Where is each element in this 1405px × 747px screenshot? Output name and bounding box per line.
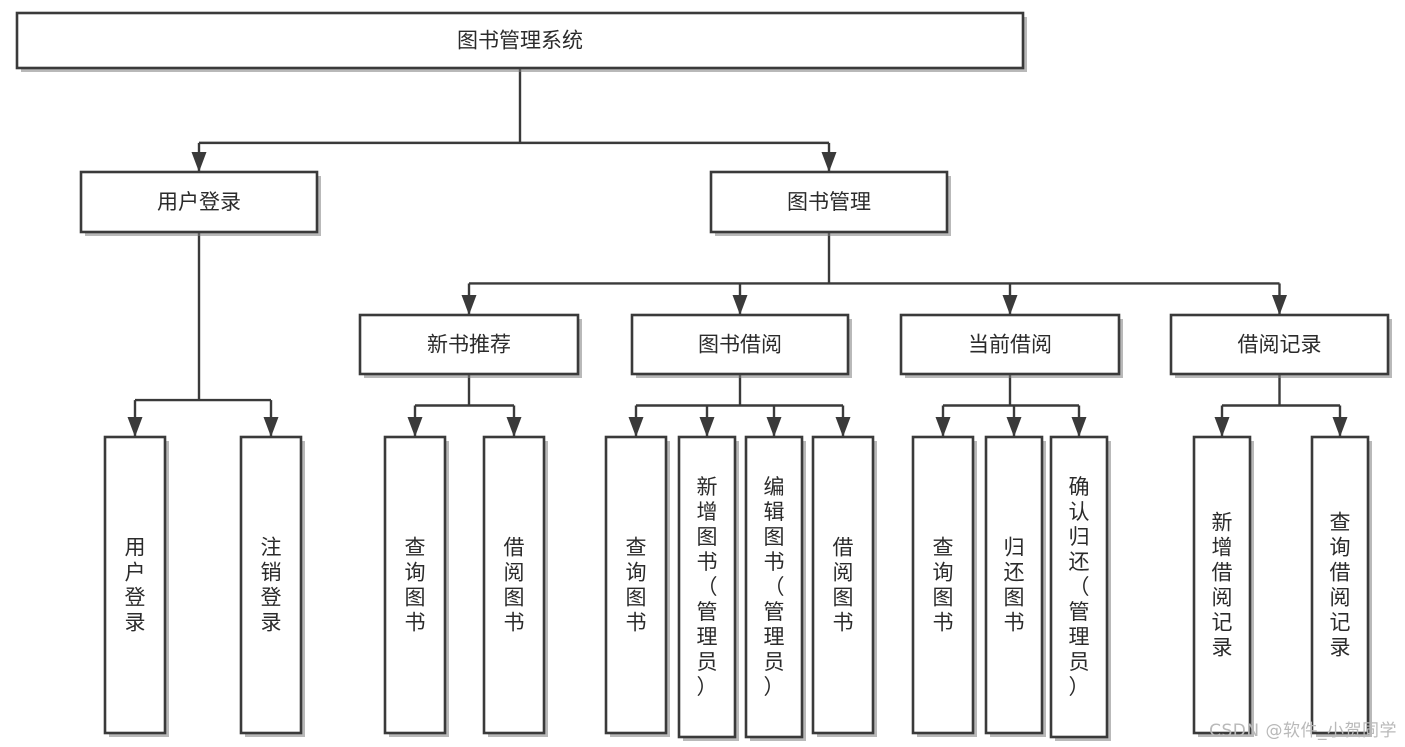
node-box[interactable] bbox=[630, 313, 850, 376]
node-label: 用户登录 bbox=[157, 190, 241, 214]
node-box[interactable] bbox=[482, 435, 546, 735]
node-label: 新增图书（管理员） bbox=[697, 475, 718, 699]
node-box[interactable] bbox=[79, 170, 319, 234]
node-label: 注销登录 bbox=[261, 536, 282, 635]
node-leaf-edit-book[interactable]: 编辑图书（管理员） bbox=[744, 435, 806, 741]
node-label: 新书推荐 bbox=[427, 333, 511, 357]
node-leaf-confirm-return[interactable]: 确认归还（管理员） bbox=[1049, 435, 1111, 741]
node-label: 编辑图书（管理员） bbox=[764, 475, 785, 699]
arrow-head-icon bbox=[835, 417, 851, 437]
edge-group-new-book-rec bbox=[407, 374, 522, 437]
arrow-head-icon bbox=[1272, 295, 1287, 315]
node-box[interactable] bbox=[15, 11, 1025, 70]
node-leaf-borrow-book-2[interactable]: 借阅图书 bbox=[811, 435, 877, 737]
node-label: 图书管理系统 bbox=[457, 29, 583, 53]
node-leaf-logout[interactable]: 注销登录 bbox=[239, 435, 305, 737]
node-label: 查询借阅记录 bbox=[1330, 511, 1351, 660]
node-label: 归还图书 bbox=[1004, 536, 1025, 635]
node-box[interactable] bbox=[103, 435, 167, 735]
arrow-head-icon bbox=[699, 417, 715, 437]
node-box[interactable] bbox=[1049, 435, 1109, 739]
edge-group-book-manage bbox=[461, 232, 1287, 315]
node-label: 查询图书 bbox=[405, 536, 426, 635]
edge-group-borrow-record bbox=[1214, 374, 1348, 437]
node-root[interactable]: 图书管理系统 bbox=[15, 11, 1027, 72]
node-box[interactable] bbox=[1192, 435, 1252, 735]
arrow-head-icon bbox=[263, 417, 279, 437]
node-box[interactable] bbox=[1169, 313, 1390, 376]
node-box[interactable] bbox=[383, 435, 447, 735]
node-leaf-query-record[interactable]: 查询借阅记录 bbox=[1310, 435, 1372, 737]
node-leaf-query-book-3[interactable]: 查询图书 bbox=[911, 435, 977, 737]
edge-group-book-borrow bbox=[628, 374, 851, 437]
arrow-head-icon bbox=[766, 417, 782, 437]
node-box[interactable] bbox=[1310, 435, 1370, 735]
edge-group-root bbox=[191, 68, 837, 172]
node-book-manage[interactable]: 图书管理 bbox=[709, 170, 951, 236]
arrow-head-icon bbox=[732, 295, 748, 315]
node-new-book-rec[interactable]: 新书推荐 bbox=[358, 313, 582, 378]
node-current-borrow[interactable]: 当前借阅 bbox=[899, 313, 1123, 378]
node-layer: 图书管理系统用户登录图书管理新书推荐图书借阅当前借阅借阅记录用户登录注销登录查询… bbox=[15, 11, 1392, 741]
node-box[interactable] bbox=[358, 313, 580, 376]
node-leaf-add-book[interactable]: 新增图书（管理员） bbox=[677, 435, 739, 741]
arrow-head-icon bbox=[1006, 417, 1022, 437]
arrow-head-icon bbox=[407, 417, 423, 437]
node-label: 借阅记录 bbox=[1238, 333, 1322, 357]
node-label: 新增借阅记录 bbox=[1212, 511, 1233, 660]
node-label: 图书管理 bbox=[787, 190, 871, 214]
node-box[interactable] bbox=[811, 435, 875, 735]
node-box[interactable] bbox=[984, 435, 1044, 735]
node-label: 借阅图书 bbox=[833, 536, 854, 635]
node-borrow-record[interactable]: 借阅记录 bbox=[1169, 313, 1392, 378]
arrow-head-icon bbox=[1214, 417, 1230, 437]
node-leaf-query-book-2[interactable]: 查询图书 bbox=[604, 435, 670, 737]
arrow-head-icon bbox=[191, 152, 207, 172]
node-user-login[interactable]: 用户登录 bbox=[79, 170, 321, 236]
node-leaf-return-book[interactable]: 归还图书 bbox=[984, 435, 1046, 737]
node-box[interactable] bbox=[604, 435, 668, 735]
node-label: 借阅图书 bbox=[504, 536, 525, 635]
node-box[interactable] bbox=[709, 170, 949, 234]
node-box[interactable] bbox=[677, 435, 737, 739]
arrow-head-icon bbox=[1332, 417, 1348, 437]
node-leaf-add-record[interactable]: 新增借阅记录 bbox=[1192, 435, 1254, 737]
edge-group-current-borrow bbox=[935, 374, 1087, 437]
arrow-head-icon bbox=[628, 417, 644, 437]
node-box[interactable] bbox=[899, 313, 1121, 376]
connector-layer bbox=[127, 68, 1348, 437]
arrow-head-icon bbox=[935, 417, 951, 437]
arrow-head-icon bbox=[127, 417, 143, 437]
node-label: 用户登录 bbox=[125, 536, 146, 635]
arrow-head-icon bbox=[1071, 417, 1087, 437]
node-leaf-borrow-book-1[interactable]: 借阅图书 bbox=[482, 435, 548, 737]
arrow-head-icon bbox=[1002, 295, 1018, 315]
node-label: 查询图书 bbox=[626, 536, 647, 635]
node-leaf-query-book-1[interactable]: 查询图书 bbox=[383, 435, 449, 737]
node-book-borrow[interactable]: 图书借阅 bbox=[630, 313, 852, 378]
node-leaf-user-login[interactable]: 用户登录 bbox=[103, 435, 169, 737]
arrow-head-icon bbox=[461, 295, 477, 315]
node-box[interactable] bbox=[744, 435, 804, 739]
csdn-watermark: CSDN @软件_小贺同学 bbox=[1209, 721, 1397, 741]
node-label: 当前借阅 bbox=[968, 333, 1052, 357]
arrow-head-icon bbox=[506, 417, 522, 437]
node-box[interactable] bbox=[239, 435, 303, 735]
edge-group-user-login bbox=[127, 232, 279, 437]
arrow-head-icon bbox=[821, 152, 837, 172]
node-label: 确认归还（管理员） bbox=[1069, 475, 1090, 699]
node-box[interactable] bbox=[911, 435, 975, 735]
node-label: 查询图书 bbox=[933, 536, 954, 635]
node-label: 图书借阅 bbox=[698, 333, 782, 357]
